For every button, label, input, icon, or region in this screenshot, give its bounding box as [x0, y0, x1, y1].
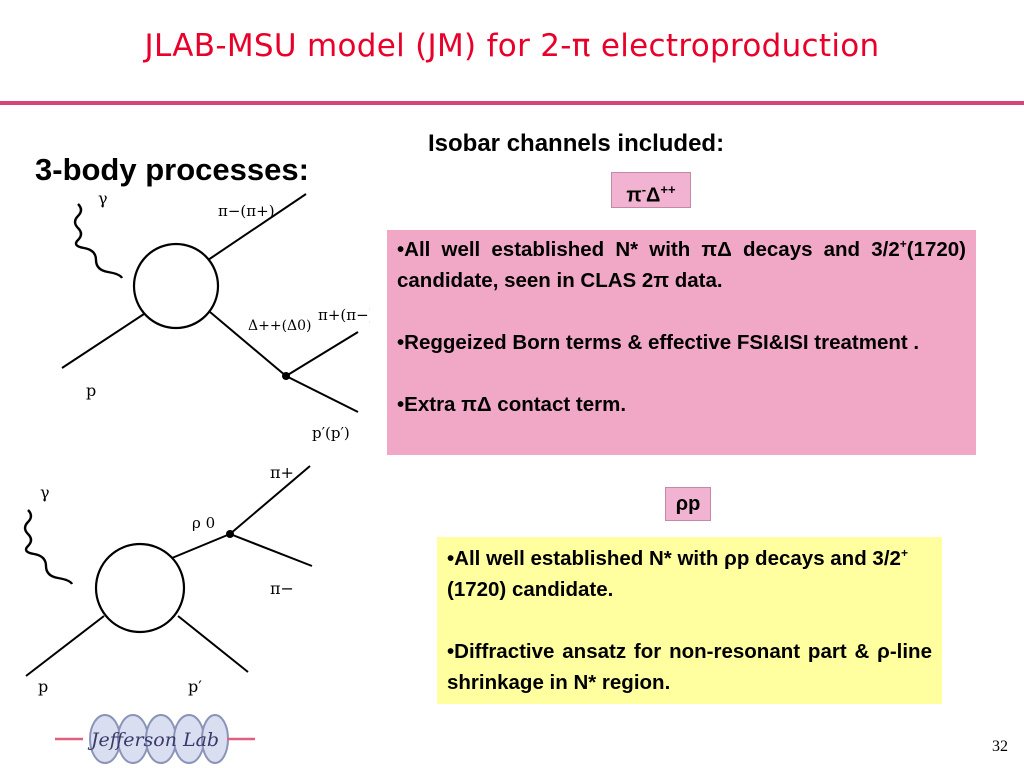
bullet-established-pidelta: •All well established N* with πΔ decays …	[397, 237, 967, 292]
proton-in-line	[25, 615, 105, 677]
interaction-blob	[94, 542, 186, 634]
bullet-contact-term: •Extra πΔ contact term.	[397, 393, 627, 416]
label-pi-plus: π+	[270, 463, 294, 482]
pi-minus-line	[229, 533, 313, 567]
feynman-diagram-rho-p: γ ρ 0 π+ π− p p′	[23, 463, 313, 696]
decay-proton-line	[285, 375, 359, 413]
bullet-diffractive: •Diffractive ansatz for non-resonant par…	[447, 640, 932, 694]
photon-line	[23, 509, 74, 585]
label-gamma: γ	[98, 189, 108, 208]
tag-minus: -	[641, 182, 647, 197]
label-p-in: p	[38, 677, 48, 696]
rho-p-bullets: •All well established N* with ρp decays …	[437, 537, 942, 704]
label-rho: ρ 0	[192, 514, 215, 532]
rho-p-tag: ρp	[665, 487, 711, 521]
pi-plus-line	[229, 465, 311, 535]
isobar-heading: Isobar channels included:	[428, 130, 725, 157]
label-p-out: p′(p′)	[312, 424, 350, 442]
photon-line	[73, 203, 124, 279]
label-pi-out: π−(π+)	[218, 202, 275, 220]
proton-in-line	[61, 313, 145, 369]
bullet-established-rhop: •All well established N* with ρp decays …	[447, 546, 908, 601]
three-body-heading: 3-body processes:	[35, 152, 309, 187]
tag-plusplus: ++	[660, 182, 676, 197]
proton-out-line	[177, 615, 249, 673]
jefferson-lab-logo: Jefferson Lab	[55, 714, 255, 764]
slide-title: JLAB-MSU model (JM) for 2-π electroprodu…	[144, 28, 880, 64]
tag-rho: ρ	[675, 493, 689, 515]
tag-p: p	[688, 493, 701, 515]
tag-pi: π	[626, 184, 642, 207]
label-pi-decay: π+(π−)	[318, 306, 370, 324]
pi-delta-bullets: •All well established N* with πΔ decays …	[387, 230, 976, 455]
label-pi-minus: π−	[270, 579, 294, 598]
label-delta: Δ++(Δ0)	[248, 318, 312, 334]
bullet-reggeized: •Reggeized Born terms & effective FSI&IS…	[397, 331, 920, 354]
logo-text: Jefferson Lab	[87, 729, 219, 751]
label-p-in: p	[86, 381, 96, 400]
decay-pi-line	[285, 331, 359, 377]
tag-delta: Δ	[646, 184, 661, 207]
delta-line	[209, 311, 287, 377]
feynman-diagram-pi-delta: γ π−(π+) Δ++(Δ0) π+(π−) p p′(p′)	[61, 189, 370, 442]
interaction-blob	[132, 242, 220, 330]
label-gamma: γ	[40, 483, 50, 502]
title-divider	[0, 101, 1024, 105]
rho-line	[171, 533, 231, 559]
label-p-out: p′	[188, 677, 202, 696]
pi-out-line	[207, 193, 307, 261]
pi-delta-tag: π-Δ++	[611, 172, 691, 208]
page-number: 32	[992, 738, 1008, 755]
